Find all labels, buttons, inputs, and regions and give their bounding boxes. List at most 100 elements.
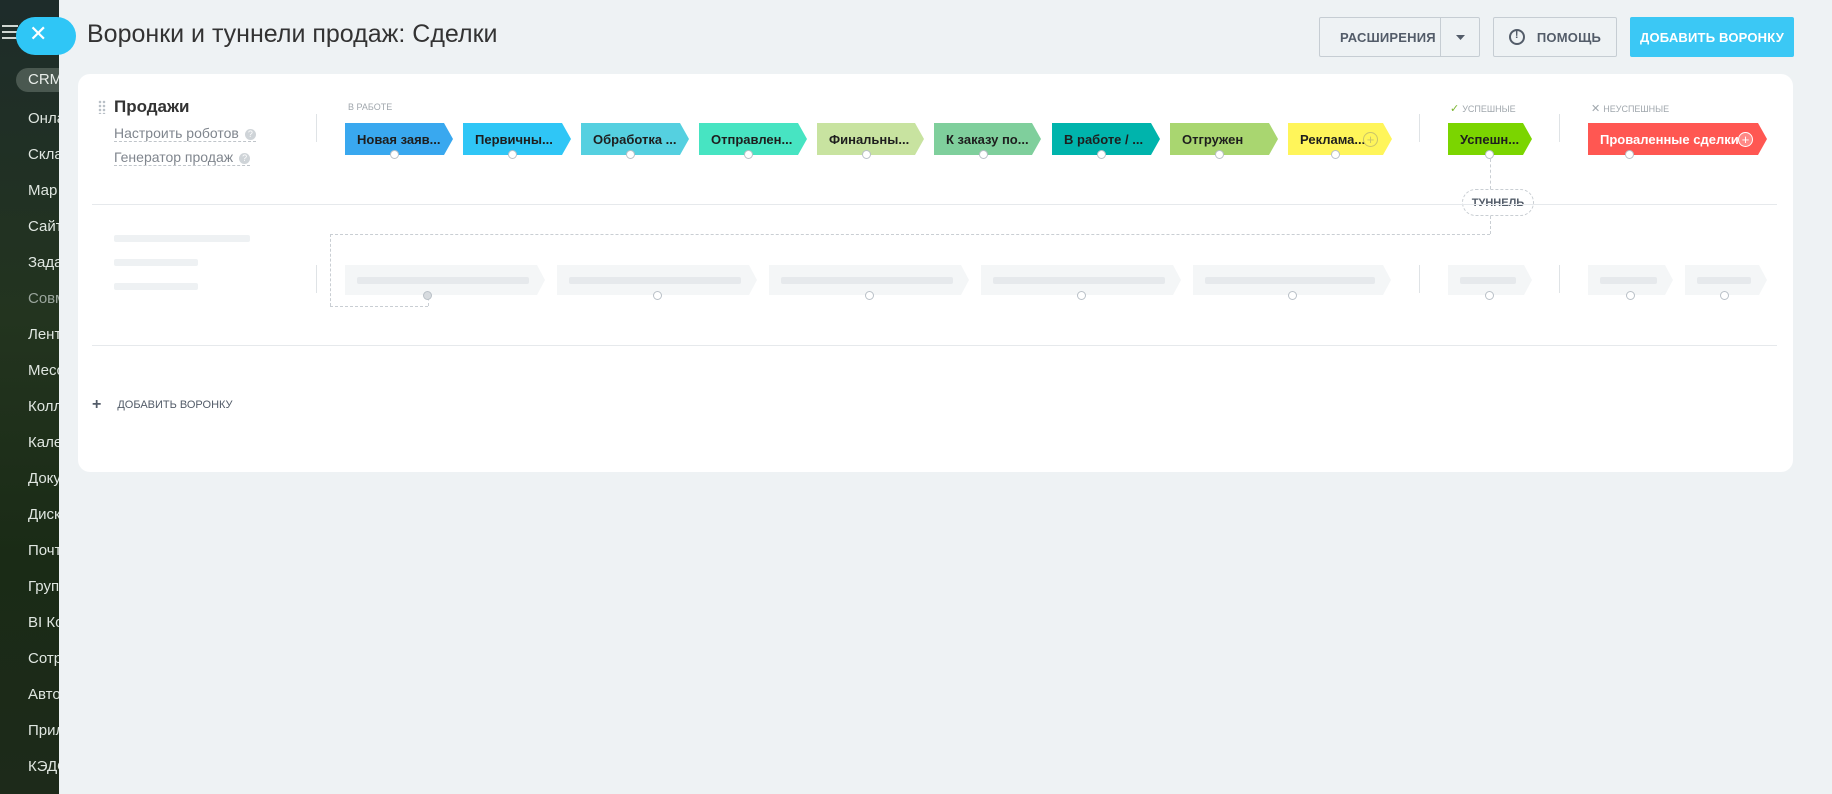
group-label-fail-text: НЕУСПЕШНЫЕ xyxy=(1603,104,1670,114)
menu-item[interactable]: Колл xyxy=(28,398,63,415)
menu-item[interactable]: КЭДО xyxy=(28,758,69,775)
stage-connector-dot[interactable] xyxy=(390,150,399,159)
stage-label: К заказу по... xyxy=(946,131,1029,147)
add-stage-plus-icon[interactable]: + xyxy=(1363,132,1378,147)
menu-item[interactable]: Скла xyxy=(28,146,63,163)
menu-item[interactable]: Сотр xyxy=(28,650,63,667)
group-label-success: ✓УСПЕШНЫЕ xyxy=(1450,102,1516,115)
help-button[interactable]: ПОМОЩЬ xyxy=(1493,17,1617,57)
skeleton-dot xyxy=(1485,291,1494,300)
stage-label: Отгружен xyxy=(1182,131,1244,147)
stage-connector-dot[interactable] xyxy=(978,150,988,159)
skeleton-stage xyxy=(981,265,1181,295)
menu-item[interactable]: Прил xyxy=(28,722,65,739)
skeleton-dot xyxy=(1720,291,1729,300)
stage-item[interactable]: Отгружен xyxy=(1170,123,1278,155)
divider xyxy=(1559,114,1560,142)
menu-item[interactable]: Онла xyxy=(28,110,66,127)
stage-label: Новая заяв... xyxy=(357,131,441,147)
menu-item[interactable]: Доку xyxy=(28,470,61,487)
skeleton-line xyxy=(114,283,198,290)
menu-item[interactable]: Зада xyxy=(28,254,63,271)
stage-fail[interactable]: Проваленные сделки + xyxy=(1588,123,1767,155)
stage-label: Проваленные сделки xyxy=(1600,131,1739,147)
slider-panel: Воронки и туннели продаж: Сделки РАСШИРЕ… xyxy=(59,0,1832,794)
group-label-fail: ✕НЕУСПЕШНЫЕ xyxy=(1591,102,1669,115)
chevron-down-icon[interactable] xyxy=(1441,34,1479,40)
stage-connector-dot[interactable] xyxy=(1485,150,1494,159)
skeleton-dot xyxy=(653,291,662,300)
stage-connector-dot[interactable] xyxy=(1215,150,1224,159)
menu-item[interactable]: Почт xyxy=(28,542,62,559)
divider xyxy=(316,114,317,142)
menu-item[interactable]: Лент xyxy=(28,326,62,343)
help-hint-icon[interactable]: ? xyxy=(239,152,251,164)
stage-item[interactable]: К заказу по... xyxy=(934,123,1041,155)
tunnel-button[interactable]: ТУННЕЛЬ xyxy=(1462,189,1534,216)
tunnel-line xyxy=(330,306,428,307)
row-divider xyxy=(92,345,1777,346)
stage-label: Успешн... xyxy=(1460,131,1520,147)
stage-connector-dot[interactable] xyxy=(744,150,753,159)
add-stage-plus-icon[interactable]: + xyxy=(1738,132,1753,147)
stage-item[interactable]: Первичны... xyxy=(463,123,571,155)
skeleton-dot xyxy=(1626,291,1635,300)
close-slider-button[interactable]: ✕ xyxy=(16,17,76,55)
configure-robots-link[interactable]: Настроить роботов? xyxy=(114,125,256,142)
help-label: ПОМОЩЬ xyxy=(1536,29,1602,45)
tunnel-line xyxy=(330,234,331,306)
stage-item[interactable]: В работе / ... xyxy=(1052,123,1160,155)
menu-item[interactable]: Кале xyxy=(28,434,63,451)
menu-item[interactable]: Сайт xyxy=(28,218,63,235)
divider xyxy=(316,265,317,293)
stage-connector-dot[interactable] xyxy=(508,150,517,159)
stage-label: Финальны... xyxy=(829,131,910,147)
stage-label: Обработка ... xyxy=(593,131,677,147)
skeleton-stage xyxy=(1193,265,1391,295)
stage-success[interactable]: Успешн... xyxy=(1448,123,1532,155)
menu-item[interactable]: Мар xyxy=(28,182,58,199)
row-divider xyxy=(92,204,1777,205)
stage-connector-dot[interactable] xyxy=(1331,150,1340,159)
stage-connector-dot[interactable] xyxy=(1097,150,1106,159)
funnels-card: Продажи Настроить роботов? Генератор про… xyxy=(78,74,1793,472)
stage-label: В работе / ... xyxy=(1064,131,1144,147)
tunnel-line xyxy=(1490,159,1491,189)
divider xyxy=(1419,114,1420,142)
add-funnel-link[interactable]: + ДОБАВИТЬ ВОРОНКУ xyxy=(92,396,233,414)
sales-generator-link[interactable]: Генератор продаж? xyxy=(114,149,251,166)
skeleton-stage xyxy=(1588,265,1673,295)
drag-handle-icon[interactable] xyxy=(98,100,106,114)
stage-item[interactable]: Отправлен... xyxy=(699,123,807,155)
skeleton-title xyxy=(114,235,250,242)
menu-icon[interactable] xyxy=(2,25,18,39)
stage-connector-dot[interactable] xyxy=(1625,150,1634,159)
extensions-label: РАСШИРЕНИЯ xyxy=(1340,29,1436,45)
menu-item[interactable]: Месс xyxy=(28,362,65,379)
divider xyxy=(1419,265,1420,293)
stage-item[interactable]: Реклама...+ xyxy=(1288,123,1392,155)
funnel-title[interactable]: Продажи xyxy=(114,97,190,116)
stage-item[interactable]: Обработка ... xyxy=(581,123,689,155)
stage-item[interactable]: Финальны... xyxy=(817,123,924,155)
stage-connector-dot[interactable] xyxy=(861,150,871,159)
extensions-button[interactable]: РАСШИРЕНИЯ xyxy=(1319,17,1480,57)
menu-item[interactable]: Груп xyxy=(28,578,60,595)
stage-connector-dot[interactable] xyxy=(626,150,635,159)
menu-item[interactable]: BI Ко xyxy=(28,614,64,631)
skeleton-dot xyxy=(1077,291,1086,300)
add-funnel-button[interactable]: ДОБАВИТЬ ВОРОНКУ xyxy=(1630,17,1794,57)
menu-item[interactable]: Совм xyxy=(28,290,66,307)
cross-icon: ✕ xyxy=(1591,103,1601,115)
stage-item[interactable]: Новая заяв... xyxy=(345,123,453,155)
help-hint-icon[interactable]: ? xyxy=(244,128,256,140)
close-icon: ✕ xyxy=(29,22,48,47)
page-title: Воронки и туннели продаж: Сделки xyxy=(87,20,498,48)
menu-item[interactable]: Диск xyxy=(28,506,61,523)
skeleton-line xyxy=(114,259,198,266)
group-label-success-text: УСПЕШНЫЕ xyxy=(1462,104,1516,114)
skeleton-dot xyxy=(1288,291,1297,300)
menu-item[interactable]: Авто xyxy=(28,686,61,703)
stage-label: Отправлен... xyxy=(711,131,793,147)
